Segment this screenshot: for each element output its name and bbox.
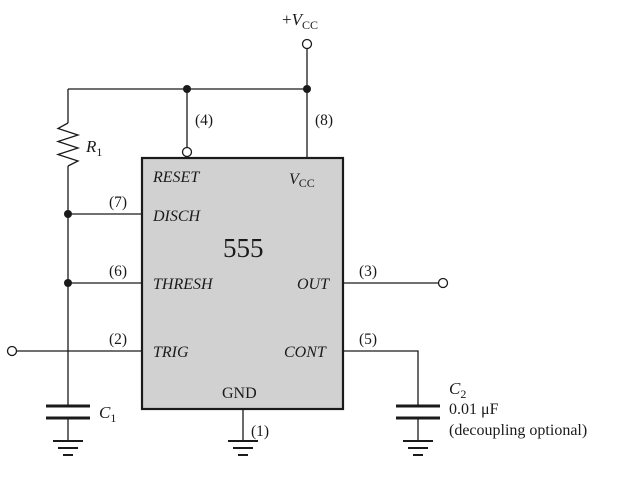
out-terminal: [437, 277, 449, 289]
c2-value: 0.01 μF: [449, 401, 499, 418]
control-wiring: [343, 350, 440, 456]
pin-label-gnd: GND: [222, 385, 257, 402]
supply-wiring: [68, 38, 313, 158]
c2-label: C2: [449, 379, 466, 401]
pin-number-disch: (7): [109, 194, 127, 211]
pin-label-thresh: THRESH: [153, 276, 214, 293]
pin-number-out: (3): [359, 263, 377, 280]
timing-network: [46, 89, 142, 456]
cont-wire: [343, 350, 419, 406]
c1-label: C1: [99, 403, 116, 425]
pin-label-reset: RESET: [152, 169, 200, 186]
pin-number-cont: (5): [359, 331, 377, 348]
gnd-wiring: [228, 409, 258, 456]
chip-555-body: [140, 156, 345, 411]
pin-number-thresh: (6): [109, 263, 127, 280]
trig-terminal: [6, 345, 18, 357]
output-wiring: [343, 277, 449, 289]
c2-note: (decoupling optional): [449, 422, 587, 439]
r1-label: R1: [85, 137, 102, 159]
ground-symbol-chip: [228, 440, 258, 456]
vcc-terminal: [301, 38, 313, 50]
junction-top-vcc: [303, 85, 311, 93]
supply-label: +VCC: [282, 10, 318, 32]
pin-label-disch: DISCH: [152, 208, 202, 225]
reset-terminal: [181, 146, 193, 158]
pin-number-trig: (2): [109, 331, 127, 348]
pin-number-gnd: (1): [251, 423, 269, 440]
pin-label-trig: TRIG: [153, 344, 189, 361]
capacitor-c2: [396, 404, 440, 420]
chip-title: 555: [223, 233, 264, 263]
pin-number-vcc: (8): [315, 112, 333, 129]
pin-label-vcc: VCC: [289, 171, 315, 190]
resistor-r1: [55, 122, 81, 167]
pin-number-reset: (4): [195, 112, 213, 129]
pin-label-cont: CONT: [284, 344, 327, 361]
pin-label-out: OUT: [297, 276, 330, 293]
capacitor-c1: [46, 404, 90, 420]
ground-symbol-c1: [53, 440, 83, 456]
trigger-wiring: [6, 345, 142, 357]
ground-symbol-c2: [403, 440, 433, 456]
